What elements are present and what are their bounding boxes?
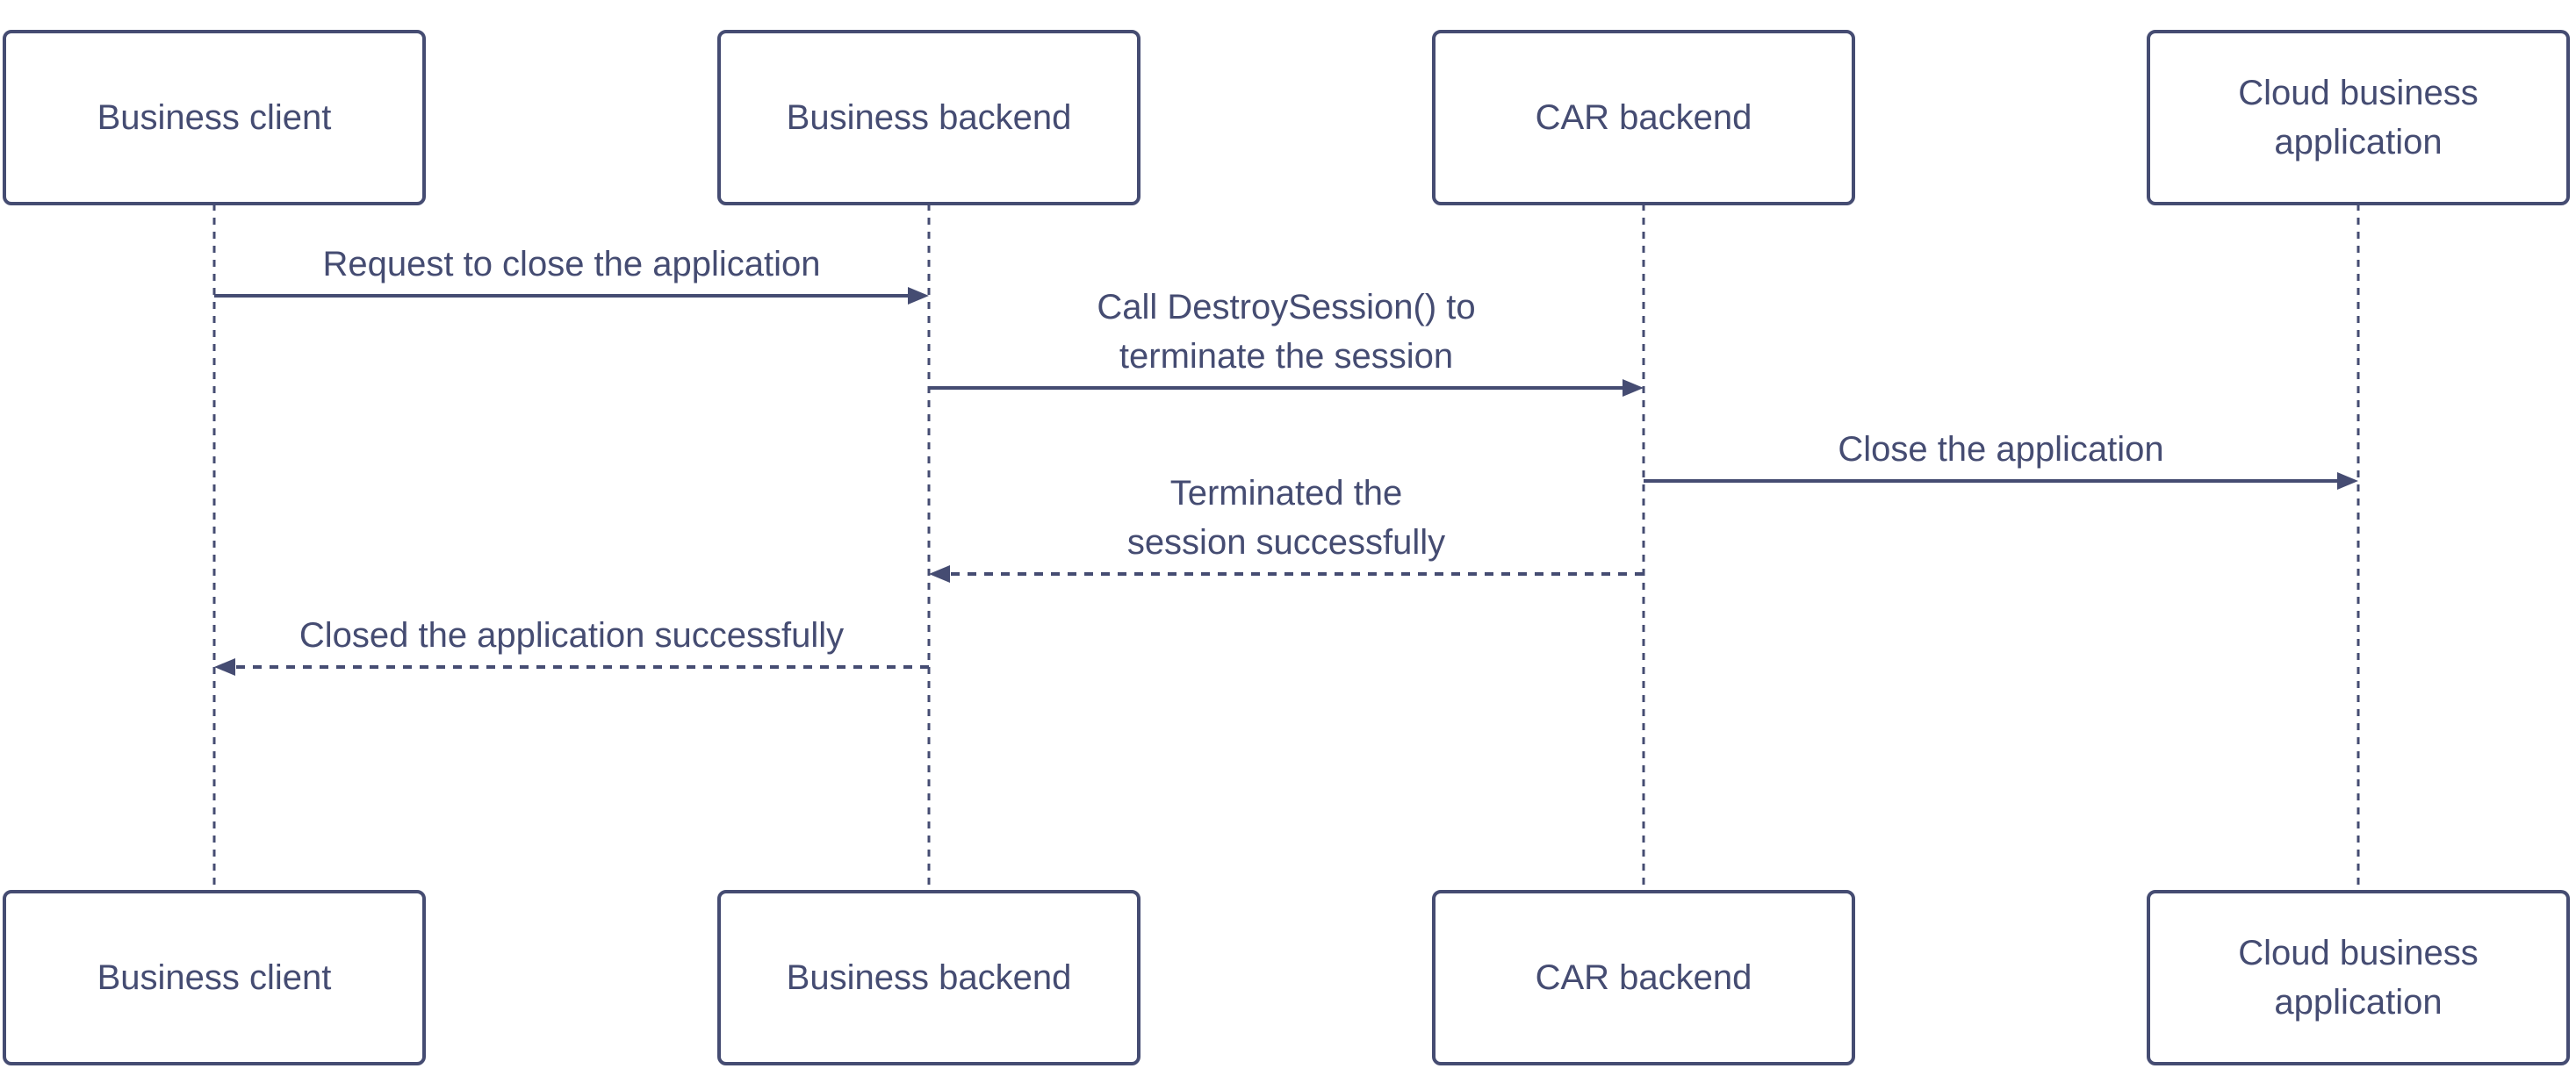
message-label: Terminated the: [1170, 474, 1403, 513]
message-label: session successfully: [1127, 523, 1445, 562]
actor-label: Business client: [97, 98, 332, 137]
message-label: Call DestroySession() to: [1097, 288, 1475, 326]
actors-bottom: Business client Business backend CAR backe…: [3, 890, 2570, 1065]
lifelines: [212, 204, 2360, 892]
arrowhead-icon: [214, 658, 235, 676]
message-label: Close the application: [1838, 430, 2163, 469]
actor-bottom-cloud: Cloud business application: [2147, 890, 2570, 1065]
message-1: Request to close the application: [214, 245, 929, 305]
actor-label: Cloud business: [2238, 934, 2479, 972]
actor-label: Business client: [97, 958, 332, 997]
actor-box: [1432, 30, 1855, 205]
actor-label: CAR backend: [1536, 958, 1752, 997]
arrowhead-icon: [2337, 472, 2358, 490]
message-label: Closed the application successfully: [299, 616, 844, 655]
actor-box: [717, 30, 1140, 205]
actor-box: [3, 890, 426, 1065]
actor-box: [2147, 890, 2570, 1065]
actor-top-cloud: Cloud business application: [2147, 30, 2570, 205]
actor-label: Cloud business: [2238, 74, 2479, 112]
message-5: Closed the application successfully: [214, 616, 929, 676]
message-2: Call DestroySession() to terminate the se…: [929, 288, 1644, 397]
actor-bottom-backend: Business backend: [717, 890, 1140, 1065]
actors-top: Business client Business backend CAR backe…: [3, 30, 2570, 205]
actor-label: application: [2274, 123, 2442, 161]
actor-bottom-car: CAR backend: [1432, 890, 1855, 1065]
message-label: terminate the session: [1119, 337, 1453, 376]
actor-box: [2147, 30, 2570, 205]
actor-box: [717, 890, 1140, 1065]
actor-bottom-client: Business client: [3, 890, 426, 1065]
message-4: Terminated the session successfully: [929, 474, 1644, 583]
message-3: Close the application: [1644, 430, 2358, 490]
actor-top-backend: Business backend: [717, 30, 1140, 205]
message-label: Request to close the application: [322, 245, 820, 283]
actor-label: Business backend: [787, 98, 1072, 137]
actor-box: [3, 30, 426, 205]
arrowhead-icon: [908, 287, 929, 305]
actor-label: CAR backend: [1536, 98, 1752, 137]
actor-box: [1432, 890, 1855, 1065]
actor-top-client: Business client: [3, 30, 426, 205]
arrowhead-icon: [1623, 379, 1644, 397]
actor-top-car: CAR backend: [1432, 30, 1855, 205]
actor-label: application: [2274, 983, 2442, 1022]
arrowhead-icon: [929, 565, 950, 583]
actor-label: Business backend: [787, 958, 1072, 997]
